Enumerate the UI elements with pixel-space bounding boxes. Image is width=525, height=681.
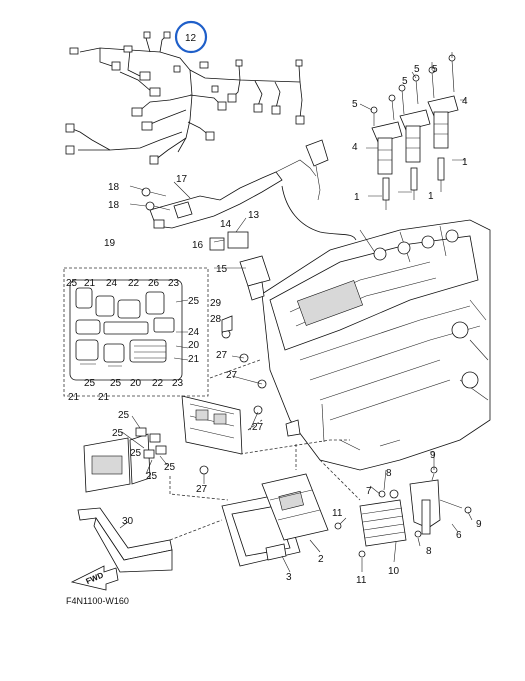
- callout-10: 10: [388, 566, 400, 577]
- callout-21c: 21: [68, 392, 80, 403]
- callout-8b: 8: [426, 546, 432, 557]
- callout-1b: 1: [428, 191, 434, 202]
- callout-2: 2: [318, 554, 324, 565]
- callout-21a: 21: [84, 278, 96, 289]
- callout-9b: 9: [476, 519, 482, 530]
- highlight-marker: 12: [174, 20, 208, 54]
- wire-harness: [65, 31, 305, 165]
- callout-22a: 22: [128, 278, 140, 289]
- ignition-coils: [370, 54, 459, 175]
- callout-25f: 25: [112, 428, 124, 439]
- callout-11a: 11: [332, 508, 343, 519]
- callout-25d: 25: [110, 378, 122, 389]
- leader-lines: [119, 52, 473, 573]
- callout-27b: 27: [226, 370, 238, 381]
- callout-20b: 20: [130, 378, 142, 389]
- diagram-caption: F4N1100-W160: [66, 596, 129, 606]
- callout-18b: 18: [108, 200, 120, 211]
- callout-6: 6: [456, 530, 462, 541]
- callout-27d: 27: [196, 484, 208, 495]
- callout-12: 12: [185, 33, 197, 44]
- callout-15: 15: [216, 264, 228, 275]
- callout-16: 16: [192, 240, 204, 251]
- callout-1a: 1: [354, 192, 360, 203]
- callout-24b: 24: [188, 327, 200, 338]
- callout-25h: 25: [164, 462, 176, 473]
- callout-19: 19: [104, 238, 116, 249]
- callout-8a: 8: [386, 468, 392, 479]
- rectifier: [334, 452, 472, 558]
- callout-28: 28: [210, 314, 222, 325]
- callout-5c: 5: [414, 64, 420, 75]
- callout-7: 7: [366, 486, 372, 497]
- ecu-detail-box: [63, 267, 209, 397]
- callout-24a: 24: [106, 278, 118, 289]
- fwd-arrow: FWD: [70, 565, 119, 591]
- callout-21b: 21: [188, 354, 200, 365]
- callout-20a: 20: [188, 340, 200, 351]
- callout-26: 26: [148, 278, 160, 289]
- ecu-module: [261, 473, 329, 541]
- callout-4b: 4: [462, 96, 468, 107]
- callout-25e: 25: [118, 410, 130, 421]
- callout-11b: 11: [356, 575, 367, 586]
- callout-3: 3: [286, 572, 292, 583]
- callout-5a: 5: [352, 99, 358, 110]
- callout-21d: 21: [98, 392, 110, 403]
- sensor-cluster: [141, 139, 357, 301]
- bracket: [77, 507, 173, 573]
- callout-25i: 25: [146, 471, 158, 482]
- engine-block: [261, 219, 491, 471]
- callout-25b: 25: [188, 296, 200, 307]
- ecu-assembly: [83, 395, 243, 493]
- callout-23a: 23: [168, 278, 180, 289]
- callout-25g: 25: [130, 448, 142, 459]
- callout-5b: 5: [402, 76, 408, 87]
- callout-25c: 25: [84, 378, 96, 389]
- spark-plugs: [382, 157, 445, 210]
- callouts: 1 1 1 2 3 4 4 5 5 5 5 6 7 8 8 9 9 10 11 …: [66, 64, 482, 586]
- callout-27c: 27: [252, 422, 264, 433]
- callout-1c: 1: [462, 157, 468, 168]
- callout-14: 14: [220, 219, 232, 230]
- callout-18a: 18: [108, 182, 120, 193]
- callout-27a: 27: [216, 350, 228, 361]
- callout-25a: 25: [66, 278, 78, 289]
- callout-4a: 4: [352, 142, 358, 153]
- callout-13: 13: [248, 210, 260, 221]
- callout-22b: 22: [152, 378, 164, 389]
- callout-5d: 5: [432, 64, 438, 75]
- callout-23b: 23: [172, 378, 184, 389]
- callout-30: 30: [122, 516, 134, 527]
- callout-17: 17: [176, 174, 188, 185]
- callout-9a: 9: [430, 450, 436, 461]
- callout-29: 29: [210, 298, 222, 309]
